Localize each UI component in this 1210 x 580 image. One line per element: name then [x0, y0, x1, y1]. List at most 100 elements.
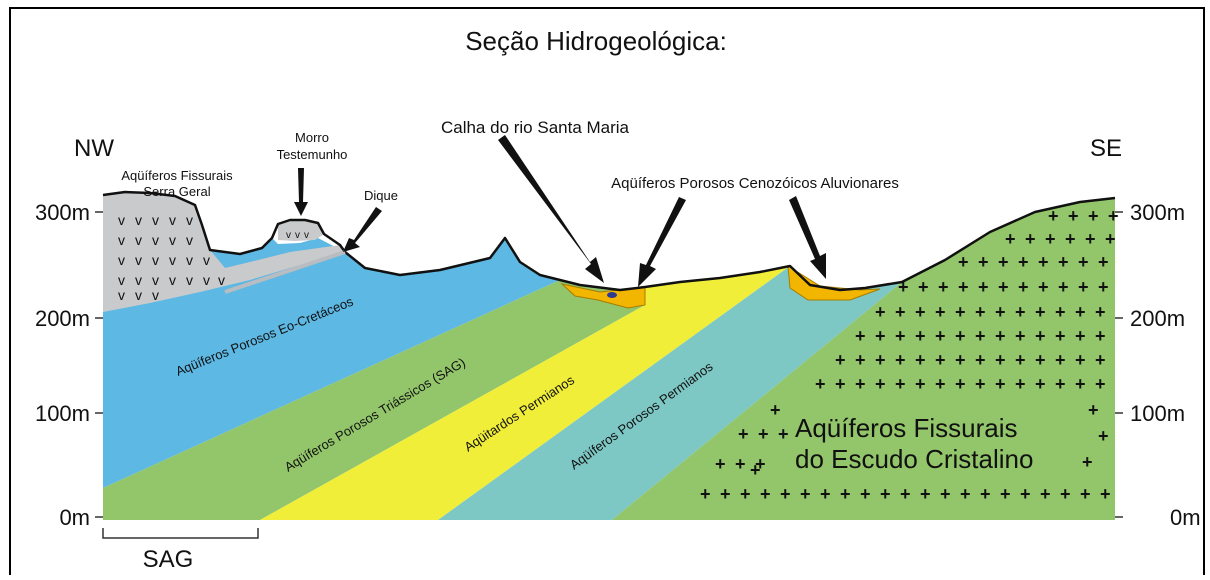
- right-tick-100: 100m: [1130, 401, 1185, 426]
- crystalline-plus-mark: +: [1005, 229, 1016, 249]
- crystalline-plus-mark: +: [1088, 400, 1099, 420]
- basalt-v-mark: v: [186, 252, 193, 268]
- label-serra-geral-line2: Serra Geral: [143, 184, 210, 199]
- label-escudo-line1: Aqüíferos Fissurais: [795, 413, 1018, 443]
- crystalline-plus-mark: +: [1045, 229, 1056, 249]
- crystalline-plus-mark: +: [1038, 277, 1049, 297]
- elevation-axes: [95, 211, 1123, 518]
- crystalline-plus-mark: +: [700, 484, 711, 504]
- crystalline-plus-mark: +: [735, 454, 746, 474]
- crystalline-plus-mark: +: [915, 374, 926, 394]
- crystalline-plus-mark: +: [998, 252, 1009, 272]
- crystalline-plus-mark: +: [975, 302, 986, 322]
- crystalline-plus-mark: +: [1058, 277, 1069, 297]
- callout-arrows: [294, 135, 826, 287]
- crystalline-plus-mark: +: [1105, 229, 1116, 249]
- crystalline-plus-mark: +: [915, 350, 926, 370]
- crystalline-plus-mark: +: [895, 374, 906, 394]
- basalt-v-mark: v: [295, 230, 300, 241]
- crystalline-plus-mark: +: [940, 484, 951, 504]
- geologic-units: [103, 192, 1115, 520]
- crystalline-plus-mark: +: [978, 277, 989, 297]
- crystalline-plus-mark: +: [960, 484, 971, 504]
- crystalline-plus-mark: +: [1015, 374, 1026, 394]
- crystalline-plus-mark: +: [758, 424, 769, 444]
- basalt-v-mark: v: [135, 287, 142, 303]
- left-tick-100: 100m: [35, 401, 90, 426]
- crystalline-plus-mark: +: [880, 484, 891, 504]
- crystalline-plus-mark: +: [1035, 350, 1046, 370]
- unit-serra-geral: [103, 192, 345, 312]
- crystalline-plus-mark: +: [860, 484, 871, 504]
- crystalline-plus-mark: +: [1068, 206, 1079, 226]
- crystalline-plus-mark: +: [1078, 277, 1089, 297]
- crystalline-plus-mark: +: [895, 350, 906, 370]
- basalt-v-mark: v: [152, 252, 159, 268]
- crystalline-plus-mark: +: [995, 302, 1006, 322]
- crystalline-plus-mark: +: [998, 277, 1009, 297]
- river-channel-water: [607, 292, 617, 298]
- basalt-v-mark: v: [135, 272, 142, 288]
- basalt-v-mark: v: [203, 252, 210, 268]
- crystalline-plus-mark: +: [875, 302, 886, 322]
- basalt-v-mark: v: [169, 212, 176, 228]
- arrow-morro: [294, 168, 308, 216]
- crystalline-plus-mark: +: [1098, 252, 1109, 272]
- basalt-v-mark: v: [169, 252, 176, 268]
- crystalline-plus-mark: +: [875, 374, 886, 394]
- crystalline-plus-mark: +: [915, 326, 926, 346]
- crystalline-plus-mark: +: [1082, 452, 1093, 472]
- basalt-v-mark: v: [304, 230, 309, 241]
- crystalline-plus-mark: +: [1065, 229, 1076, 249]
- basalt-v-mark: v: [286, 230, 291, 241]
- crystalline-plus-mark: +: [1000, 484, 1011, 504]
- basalt-v-mark: v: [118, 212, 125, 228]
- crystalline-plus-mark: +: [958, 277, 969, 297]
- crystalline-plus-mark: +: [975, 350, 986, 370]
- crystalline-plus-mark: +: [1100, 484, 1111, 504]
- crystalline-plus-mark: +: [755, 454, 766, 474]
- right-tick-300: 300m: [1130, 200, 1185, 225]
- basalt-v-mark: v: [186, 232, 193, 248]
- crystalline-plus-mark: +: [1015, 326, 1026, 346]
- crystalline-plus-mark: +: [1035, 326, 1046, 346]
- label-serra-geral-line1: Aqüíferos Fissurais: [121, 168, 233, 183]
- callout-dique: Dique: [364, 188, 398, 203]
- crystalline-plus-mark: +: [1035, 302, 1046, 322]
- callout-calha: Calha do rio Santa Maria: [441, 118, 630, 137]
- crystalline-plus-mark: +: [780, 484, 791, 504]
- crystalline-plus-mark: +: [955, 326, 966, 346]
- crystalline-plus-mark: +: [935, 350, 946, 370]
- unit-permiano: [438, 266, 902, 520]
- basalt-v-mark: v: [118, 232, 125, 248]
- crystalline-plus-mark: +: [1055, 326, 1066, 346]
- crystalline-plus-mark: +: [918, 277, 929, 297]
- crystalline-plus-mark: +: [1085, 229, 1096, 249]
- callout-cenozoico: Aqüíferos Porosos Cenozóicos Aluvionares: [611, 175, 899, 192]
- crystalline-plus-mark: +: [1088, 206, 1099, 226]
- unit-triassico: [103, 280, 645, 520]
- arrow-cenozoico-2: [789, 196, 826, 279]
- crystalline-plus-mark: +: [955, 350, 966, 370]
- right-tick-200: 200m: [1130, 306, 1185, 331]
- crystalline-plus-mark: +: [975, 374, 986, 394]
- crystalline-plus-mark: +: [1098, 277, 1109, 297]
- crystalline-plus-mark: +: [1040, 484, 1051, 504]
- crystalline-plus-mark: +: [1025, 229, 1036, 249]
- crystalline-plus-mark: +: [958, 252, 969, 272]
- basalt-v-mark: v: [186, 212, 193, 228]
- crystalline-plus-mark: +: [740, 484, 751, 504]
- crystalline-plus-mark: +: [1018, 252, 1029, 272]
- basalt-v-mark: v: [135, 252, 142, 268]
- crystalline-plus-mark: +: [1095, 326, 1106, 346]
- crystalline-plus-mark: +: [955, 302, 966, 322]
- dike-band: [224, 250, 346, 294]
- basalt-v-mark: v: [118, 272, 125, 288]
- basalt-v-mark: v: [169, 272, 176, 288]
- crystalline-plus-mark: +: [955, 374, 966, 394]
- crystalline-plus-mark: +: [855, 350, 866, 370]
- crystalline-plus-mark: +: [995, 374, 1006, 394]
